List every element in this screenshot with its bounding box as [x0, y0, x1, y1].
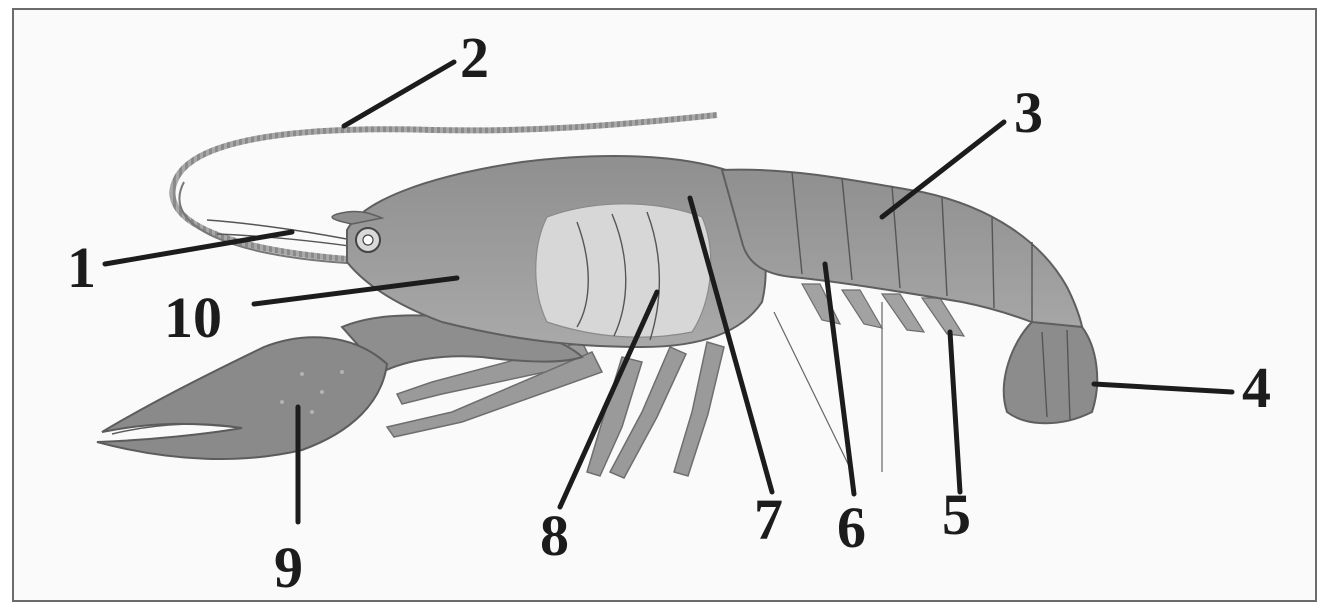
leader-4: [1094, 384, 1232, 392]
walking-legs: [387, 342, 724, 478]
label-5: 5: [942, 482, 971, 547]
label-6: 6: [837, 495, 866, 560]
label-4: 4: [1242, 355, 1271, 420]
claw: [97, 337, 387, 459]
label-7: 7: [754, 487, 783, 552]
label-1: 1: [67, 235, 96, 300]
label-9: 9: [274, 535, 303, 600]
label-10: 10: [164, 285, 222, 350]
label-2: 2: [460, 25, 489, 90]
leader-2: [344, 62, 454, 126]
leader-5: [950, 332, 960, 492]
tail-fan: [1004, 322, 1097, 423]
label-3: 3: [1014, 80, 1043, 145]
label-8: 8: [540, 503, 569, 568]
crayfish-diagram: 1 2 3 4 5 6 7 8 9 10: [14, 10, 1315, 600]
diagram-frame: 1 2 3 4 5 6 7 8 9 10: [12, 8, 1317, 602]
gill-region: [536, 204, 711, 337]
